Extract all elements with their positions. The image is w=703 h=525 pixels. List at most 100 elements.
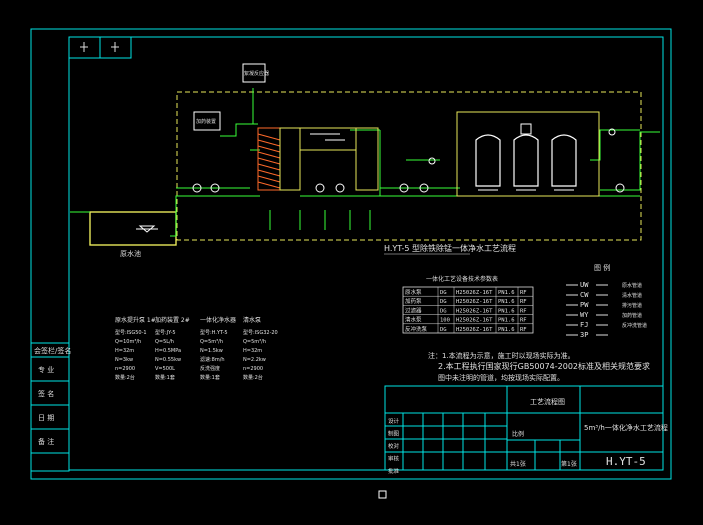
spec-column-line: 反洗强度: [200, 365, 220, 372]
spec-column-line: Q=5m³/h: [243, 339, 266, 345]
note-2: 2.本工程执行国家现行GB50074-2002标准及相关规范要求: [438, 361, 650, 371]
legend-label: 反冲洗管道: [622, 322, 647, 329]
spec-column-line: 数量:2台: [243, 374, 263, 381]
spec-table-cell: H25026Z-16T: [456, 290, 493, 296]
spec-column-line: Q=10m³/h: [115, 339, 141, 345]
spec-table-cell: 过滤器: [405, 306, 422, 314]
legend-code: 3P: [580, 331, 588, 339]
tank-label: 原水池: [120, 249, 141, 258]
filter-vessels: [456, 111, 600, 197]
revision-row-4: 日 期: [38, 414, 54, 422]
spec-column-line: Q=5m³/h: [200, 339, 223, 345]
dosing-unit: 加药装置: [193, 111, 221, 131]
drawing-number: H.YT-5: [606, 455, 646, 468]
spec-column-line: 数量:1套: [155, 374, 175, 381]
spec-column-line: N=2.2kw: [243, 357, 266, 363]
title-block-cell: 批准: [388, 467, 400, 475]
legend-label: 排污管道: [622, 302, 642, 309]
spec-table-cell: DG: [440, 299, 447, 305]
spec-table-cell: H25026Z-16T: [456, 299, 493, 305]
spec-column-line: Q=5L/h: [155, 339, 174, 345]
spec-column-line: 型号:ISG50-1: [115, 329, 147, 336]
dosing-tag: 加药装置: [196, 118, 216, 125]
spec-table-cell: 加药泵: [405, 297, 422, 305]
note-3: 图中未注明的管道，均按现场实际配置。: [438, 373, 564, 382]
title-block-cell: 校对: [388, 442, 400, 450]
legend-code: CW: [580, 291, 589, 299]
spec-column-header: 加药装置 2#: [155, 316, 190, 324]
spec-column-header: 清水泵: [243, 316, 261, 324]
spec-table-cell: 原水泵: [405, 288, 422, 296]
spec-column-line: 数量:1套: [200, 374, 220, 381]
spec-column-line: 滤速:8m/h: [200, 356, 225, 363]
revision-row-2: 专 业: [38, 365, 54, 374]
spec-table-cell: PN1.6: [498, 299, 515, 305]
ucs-marker: [378, 490, 387, 499]
drawing-name: 工艺流程图: [530, 397, 565, 406]
sheet-total: 共1张: [510, 460, 526, 468]
spec-table-cell: 反冲洗泵: [405, 325, 428, 333]
drawing-title: H.YT-5 型除铁除锰一体净水工艺流程: [384, 243, 516, 253]
inner-border: [68, 36, 664, 471]
spec-table-cell: 100: [440, 318, 450, 324]
scale-label: 比例: [512, 430, 524, 438]
title-block-cell: 设计: [388, 417, 400, 425]
spec-table-cell: RF: [520, 318, 527, 324]
legend-label: 原水管道: [622, 282, 642, 289]
spec-column-line: H=0.5MPa: [155, 348, 181, 354]
pumps: [192, 128, 625, 193]
spec-table-cell: H25026Z-16T: [456, 318, 493, 324]
legend-title: 图 例: [594, 263, 610, 272]
spec-column-line: 数量:2台: [115, 374, 135, 381]
spec-column-line: N=1.5kw: [200, 348, 223, 354]
spec-column-line: 型号:ISG32-20: [243, 329, 278, 336]
spec-column-header: 一体化净水器: [200, 316, 236, 324]
spec-table-cell: RF: [520, 299, 527, 305]
process-pipes: [70, 88, 660, 237]
spec-column-line: N=3kw: [115, 357, 133, 363]
spec-table-cell: 清水泵: [405, 316, 422, 324]
spec-table-cell: PN1.6: [498, 308, 515, 314]
title-block-cell: 制图: [388, 430, 400, 438]
revision-row-1: 会签栏/签名: [34, 346, 71, 355]
spec-column-line: H=32m: [115, 348, 134, 354]
flocculator-tag: 絮凝反应器: [244, 70, 269, 77]
spec-table-cell: RF: [520, 327, 527, 333]
outer-border: [30, 28, 672, 480]
spec-column-line: 型号:H.YT-5: [200, 329, 228, 336]
note-1: 注：1.本流程为示意，施工时以现场实际为准。: [428, 351, 575, 360]
sheet-index: 第1张: [561, 460, 577, 468]
legend-code: FJ: [580, 321, 588, 329]
revision-row-3: 签 名: [38, 389, 54, 398]
spec-column-line: N=0.55kw: [155, 357, 181, 363]
revision-row-5: 备 注: [38, 437, 54, 446]
equipment-spec-columns: 原水提升泵 1#型号:ISG50-1Q=10m³/hH=32mN=3kwn=29…: [115, 316, 278, 381]
drawing-notes: 注：1.本流程为示意，施工时以现场实际为准。 2.本工程执行国家现行GB5007…: [428, 351, 650, 382]
title-block: [384, 385, 664, 471]
spec-column-line: 型号:JY-5: [155, 329, 176, 336]
spec-table-title: 一体化工艺设备技术参数表: [426, 275, 498, 283]
legend-code: WY: [580, 311, 589, 319]
spec-table-cell: PN1.6: [498, 327, 515, 333]
process-boundary: [176, 91, 642, 241]
spec-table-cell: PN1.6: [498, 318, 515, 324]
top-control-box: 絮凝反应器: [242, 63, 269, 83]
legend-code: PW: [580, 301, 589, 309]
revision-block: 会签栏/签名 专 业 签 名 日 期 备 注: [30, 342, 71, 472]
legend-code: UW: [580, 281, 589, 289]
spec-table-cell: H25026Z-16T: [456, 327, 493, 333]
spec-table-cell: RF: [520, 290, 527, 296]
corner-stamp: [68, 36, 132, 59]
spec-column-line: V=500L: [155, 366, 175, 372]
legend-label: 清水管道: [622, 292, 642, 299]
title-block-cell: 审核: [388, 455, 400, 463]
spec-table-cell: DG: [440, 327, 447, 333]
spec-table-cell: DG: [440, 308, 447, 314]
spec-table-cell: H25026Z-16T: [456, 308, 493, 314]
spec-table-cell: PN1.6: [498, 290, 515, 296]
reactor-unit: [257, 127, 379, 191]
spec-column-line: n=2900: [115, 366, 135, 372]
